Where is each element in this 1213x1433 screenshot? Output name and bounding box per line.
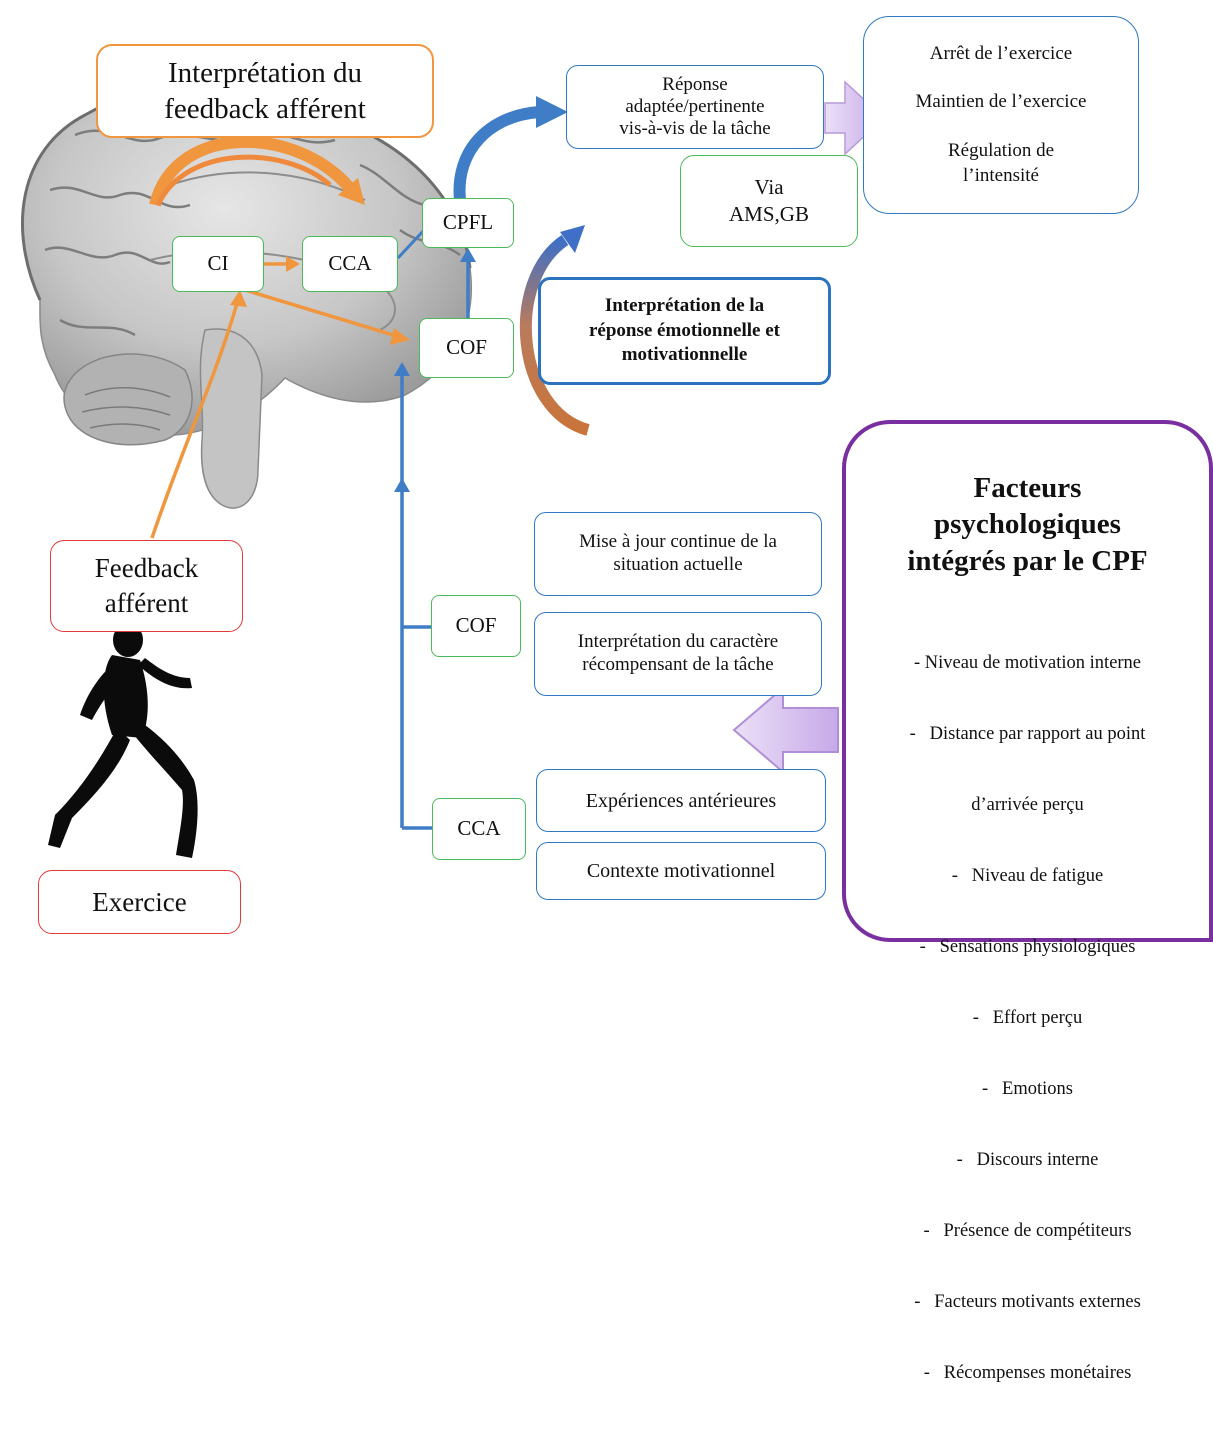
ci-box: CI: [172, 236, 264, 292]
curved-gradient-arrow: [519, 225, 590, 436]
outcome-regulation-1: Régulation de: [947, 140, 1055, 161]
experiences-label: Expériences antérieures: [585, 789, 777, 812]
reponse-line-2: adaptée/pertinente: [625, 96, 765, 118]
psych-factors-panel: Facteurs psychologiques intégrés par le …: [842, 420, 1213, 1383]
interp-caractere-line-2: récompensant de la tâche: [582, 654, 774, 675]
orange-arrows: [149, 135, 410, 539]
interp-caractere-box: Interprétation du caractère récompensant…: [534, 612, 822, 696]
exercice-box: Exercice: [38, 870, 241, 934]
factor-item: - Sensations physiologiques: [919, 937, 1136, 958]
brain-illustration: [21, 84, 472, 509]
interpretation-feedback-title: Interprétation du feedback afférent: [164, 56, 366, 125]
psych-factors-title: Facteurs psychologiques intégrés par le …: [907, 470, 1147, 579]
contexte-box: Contexte motivationnel: [536, 842, 826, 900]
feedback-line-1: Feedback: [94, 552, 199, 583]
contexte-label: Contexte motivationnel: [586, 860, 776, 882]
factor-item: - Récompenses monétaires: [923, 1363, 1132, 1384]
experiences-box: Expériences antérieures: [536, 769, 826, 832]
mise-a-jour-line-2: situation actuelle: [613, 554, 743, 575]
factor-item: - Niveau de fatigue: [951, 866, 1104, 887]
emotion-line-1: Interprétation de la: [604, 294, 765, 316]
factor-item: d’arrivée perçu: [971, 795, 1084, 816]
cof-bottom-box: COF: [431, 595, 521, 657]
feedback-afferent-box: Feedback afférent: [50, 540, 243, 632]
emotion-line-2: réponse émotionnelle et: [588, 319, 780, 341]
runner-silhouette: [48, 623, 198, 858]
cof-top-label: COF: [446, 335, 487, 360]
via-line-2: AMS,GB: [729, 202, 809, 226]
factor-item: - Présence de compétiteurs: [923, 1221, 1132, 1242]
cca-top-label: CCA: [328, 251, 372, 276]
mise-a-jour-line-1: Mise à jour continue de la: [579, 531, 777, 553]
reponse-line-3: vis-à-vis de la tâche: [619, 117, 771, 139]
blue-arrows: [394, 96, 568, 830]
cpfl-label: CPFL: [442, 210, 494, 235]
cca-bottom-label: CCA: [457, 816, 501, 841]
outcomes-box: Arrêt de l’exercice Maintien de l’exerci…: [863, 16, 1139, 214]
factor-item: - Emotions: [982, 1079, 1073, 1100]
via-line-1: Via: [754, 174, 784, 199]
psych-title-line-1: Facteurs: [973, 472, 1082, 504]
factor-item: - Discours interne: [956, 1150, 1099, 1171]
factor-item: - Distance par rapport au point: [909, 724, 1146, 745]
cof-top-box: COF: [419, 318, 514, 378]
exercice-label: Exercice: [92, 886, 187, 917]
interpretation-feedback-title-box: Interprétation du feedback afférent: [96, 44, 434, 138]
psych-title-line-2: psychologiques: [934, 508, 1121, 541]
emotion-line-3: motivationnelle: [621, 344, 748, 366]
cpfl-box: CPFL: [422, 198, 514, 248]
ci-label: CI: [207, 251, 229, 276]
psych-factors-list: - Niveau de motivation interne - Distanc…: [910, 605, 1146, 1433]
feedback-line-2: afférent: [104, 588, 189, 618]
cof-bottom-label: COF: [455, 613, 497, 638]
outcome-regulation-2: l’intensité: [963, 164, 1039, 186]
outcome-maintien: Maintien de l’exercice: [915, 91, 1087, 113]
cca-bottom-box: CCA: [432, 798, 526, 860]
interp-caractere-line-1: Interprétation du caractère: [577, 631, 779, 653]
emotional-interpretation-box: Interprétation de la réponse émotionnell…: [538, 277, 831, 385]
via-box: Via AMS,GB: [680, 155, 858, 247]
outcome-arret: Arrêt de l’exercice: [929, 42, 1073, 64]
reponse-line-1: Réponse: [662, 74, 728, 96]
cca-top-box: CCA: [302, 236, 398, 292]
factor-item: - Effort perçu: [972, 1008, 1083, 1029]
factor-item: - Facteurs motivants externes: [914, 1292, 1141, 1313]
factor-item: - Niveau de motivation interne: [913, 653, 1142, 674]
reponse-adaptee-box: Réponse adaptée/pertinente vis-à-vis de …: [566, 65, 824, 149]
psych-title-line-3: intégrés par le CPF: [907, 544, 1148, 577]
lavender-arrow-left: [732, 685, 839, 775]
mise-a-jour-box: Mise à jour continue de la situation act…: [534, 512, 822, 596]
